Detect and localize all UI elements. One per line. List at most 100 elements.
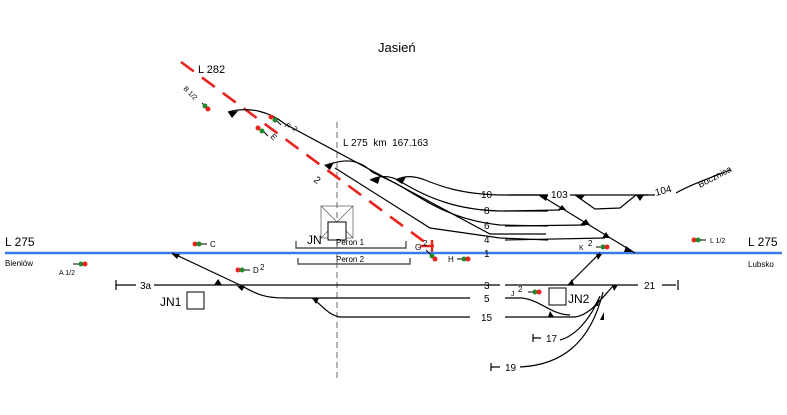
platform-2-label: Peron 2 — [336, 255, 365, 264]
signal-c[interactable] — [192, 241, 208, 247]
crossover-1-3[interactable] — [567, 252, 601, 286]
track-4-upper[interactable] — [227, 109, 546, 235]
track-label-15: 15 — [481, 313, 493, 324]
platform-1 — [295, 241, 407, 249]
signal-l-label: L 1/2 — [710, 238, 725, 245]
signal-h[interactable] — [457, 256, 471, 262]
signal-d[interactable] — [235, 267, 251, 273]
switch-mark — [580, 219, 590, 225]
post-jn-label: JN — [307, 233, 322, 247]
track-label-3: 3 — [484, 281, 490, 292]
line-l282-label: L 282 — [198, 64, 225, 76]
track-4[interactable] — [334, 167, 549, 241]
switch-mark — [594, 296, 600, 306]
switch-mark — [370, 177, 380, 184]
track-5[interactable] — [239, 284, 470, 299]
track-4-right[interactable] — [504, 237, 606, 241]
post-jn2-label: JN2 — [568, 292, 590, 306]
switch-mark — [636, 195, 644, 201]
signal-e-label: E — [269, 132, 279, 142]
direction-right: Lubsko — [748, 260, 774, 269]
track-15[interactable] — [311, 297, 470, 318]
signal-f-sup: 2 — [291, 125, 299, 133]
signal-j[interactable] — [528, 289, 542, 295]
signal-h-label: H — [448, 255, 454, 264]
km-marker-label: L 275 km 167.163 — [343, 138, 429, 149]
signal-d-sup: 2 — [260, 263, 265, 272]
signal-f-label: F — [283, 121, 293, 131]
track-label-8: 8 — [484, 206, 490, 217]
switch-mark — [596, 254, 602, 260]
switch-mark — [312, 298, 319, 304]
platform-2 — [297, 258, 411, 265]
switch-mark — [600, 312, 604, 320]
switch-mark — [558, 205, 566, 210]
switch-mark — [324, 162, 334, 170]
track-label-4: 4 — [484, 235, 490, 246]
line-l275-right: L 275 — [748, 235, 778, 249]
track-19-stop — [490, 363, 500, 371]
signal-f[interactable] — [268, 114, 282, 126]
siding-label: Bocznica — [696, 164, 733, 190]
track-8[interactable] — [369, 176, 548, 212]
signal-g-sup: 2 — [423, 239, 428, 248]
track-6-right[interactable] — [504, 224, 586, 227]
signal-box-jn2 — [548, 287, 567, 306]
switch-mark — [172, 254, 180, 259]
signal-box-jn1 — [186, 291, 205, 310]
track-label-104: 104 — [654, 184, 673, 199]
signal-a[interactable] — [73, 261, 88, 267]
signal-g[interactable] — [425, 249, 438, 262]
switch-mark — [396, 177, 406, 184]
track-8-right[interactable] — [504, 209, 561, 212]
track-3a-stop — [115, 280, 136, 290]
signal-b-label: B 1/2 — [182, 85, 199, 102]
station-title: Jasień — [378, 40, 416, 55]
closed-line-l282 — [180, 60, 431, 248]
direction-left: Bieniów — [5, 259, 33, 268]
signal-l[interactable] — [691, 237, 707, 243]
track-5-right[interactable] — [505, 297, 571, 316]
track-19[interactable] — [519, 291, 604, 368]
buffer-stop-red — [420, 240, 434, 252]
switch-mark — [575, 195, 585, 200]
signal-e[interactable] — [255, 125, 269, 137]
track-label-2: 2 — [311, 175, 322, 187]
switch-mark — [612, 285, 618, 291]
switch-mark — [538, 195, 548, 201]
post-jn1-label: JN1 — [160, 295, 182, 309]
signal-a-label: A 1/2 — [59, 270, 75, 277]
track-10[interactable] — [395, 176, 548, 196]
signal-g-label: G — [415, 243, 421, 252]
switch-mark — [624, 246, 634, 252]
signal-k[interactable] — [596, 244, 610, 250]
track-label-1: 1 — [484, 249, 490, 260]
track-6[interactable] — [327, 160, 549, 227]
switch-mark — [602, 232, 610, 238]
signal-b[interactable] — [201, 102, 211, 112]
switch-mark — [214, 279, 222, 285]
signal-j-label: J — [511, 291, 515, 298]
signal-k-sup: 2 — [588, 239, 593, 248]
track-label-3a: 3a — [140, 281, 152, 292]
switch-mark — [548, 311, 554, 317]
line-l275-left: L 275 — [5, 235, 35, 249]
track-103-loop[interactable] — [574, 194, 655, 210]
track-label-17: 17 — [546, 334, 558, 345]
track-label-19: 19 — [505, 363, 517, 374]
switch-to-3[interactable] — [171, 252, 241, 286]
track-17-stop — [532, 334, 541, 342]
siding-104[interactable] — [675, 169, 731, 194]
switch-mark — [237, 286, 245, 291]
track-15-right[interactable] — [505, 284, 615, 318]
track-label-10: 10 — [481, 190, 493, 201]
track-label-5: 5 — [484, 294, 490, 305]
switch-mark — [228, 111, 238, 118]
signal-k-label: K — [579, 245, 584, 252]
signal-d-label: D — [253, 266, 259, 275]
track-label-21: 21 — [644, 281, 656, 292]
switch-mark — [568, 279, 574, 285]
signal-j-sup: 2 — [518, 285, 523, 294]
signal-box-jn — [320, 205, 354, 241]
